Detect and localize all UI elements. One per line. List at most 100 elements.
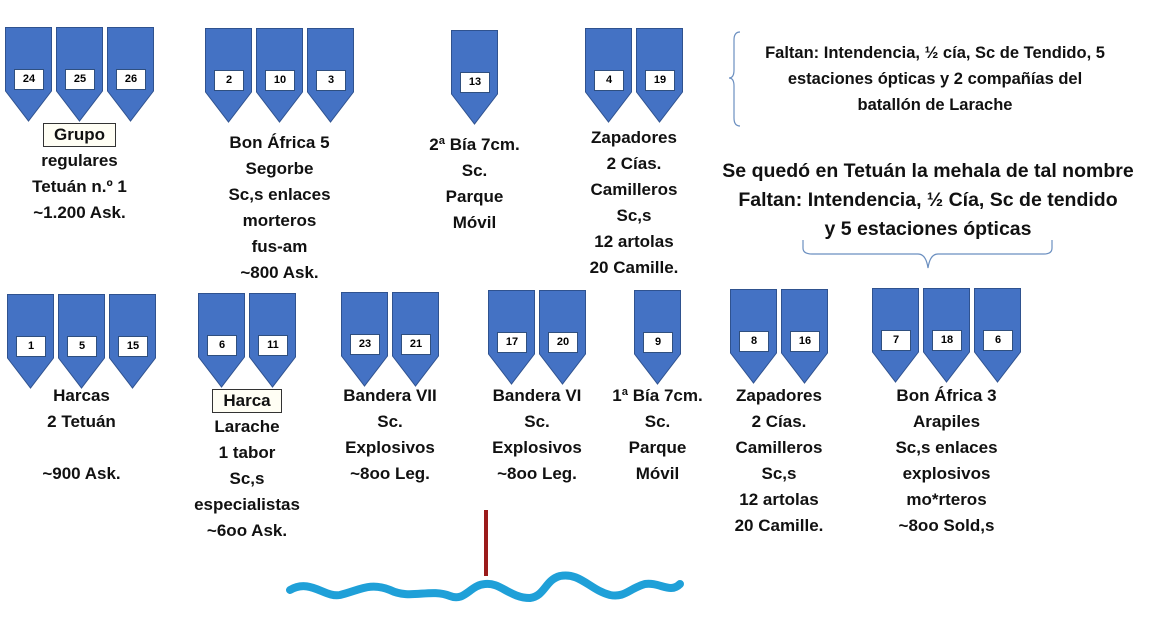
description-line: regulares bbox=[41, 151, 118, 170]
unit-pennant: 13 bbox=[451, 30, 498, 125]
description-line: Bandera VI bbox=[492, 386, 582, 405]
description-line: Tetuán n.º 1 bbox=[32, 177, 127, 196]
unit-pennant: 2 bbox=[205, 28, 252, 123]
unit-pennant: 18 bbox=[923, 288, 970, 383]
description-line: Arapiles bbox=[912, 412, 981, 431]
unit-pennant: 10 bbox=[256, 28, 303, 123]
description-line: Bon África 5 bbox=[229, 133, 330, 152]
description-line: Sc. bbox=[377, 412, 403, 431]
unit-pennant: 11 bbox=[249, 293, 296, 388]
description-line: ~8oo Leg. bbox=[350, 464, 430, 483]
unit-number-label: 2 bbox=[214, 70, 244, 91]
unit-number-label: 5 bbox=[67, 336, 97, 357]
note-line: estaciones ópticas y 2 compañías del bbox=[787, 70, 1083, 88]
description-line: ~900 Ask. bbox=[42, 464, 121, 483]
unit-number-label: 17 bbox=[497, 332, 527, 353]
description-line: Harcas bbox=[53, 386, 110, 405]
description-line: 2 Cías. bbox=[606, 154, 662, 173]
description-line: 2 Tetuán bbox=[47, 412, 116, 431]
description-line: Sc. bbox=[644, 412, 671, 431]
description-line: Sc,s bbox=[761, 464, 797, 483]
unit-number-label: 21 bbox=[401, 334, 431, 355]
description-line: explosivos bbox=[902, 464, 991, 483]
unit-number-label: 19 bbox=[645, 70, 675, 91]
unit-number-label: 18 bbox=[932, 330, 962, 351]
unit-number-label: 1 bbox=[16, 336, 46, 357]
unit-pennant: 9 bbox=[634, 290, 681, 385]
description-line: 2 Cías. bbox=[751, 412, 807, 431]
unit-number-label: 8 bbox=[739, 331, 769, 352]
description-line: 20 Camille. bbox=[589, 258, 679, 277]
description-line: Segorbe bbox=[245, 159, 314, 178]
description-line: mo*rteros bbox=[906, 490, 987, 509]
unit-number-label: 10 bbox=[265, 70, 295, 91]
unit-pennant: 7 bbox=[872, 288, 919, 383]
unit-description: Bandera VI Sc. Explosivos ~8oo Leg. bbox=[427, 383, 647, 487]
description-line: 12 artolas bbox=[739, 490, 819, 509]
unit-pennant: 24 bbox=[5, 27, 52, 122]
unit-number-label: 3 bbox=[316, 70, 346, 91]
description-line: fus-am bbox=[251, 237, 308, 256]
description-line: especialistas bbox=[194, 495, 300, 514]
unit-pennant: 16 bbox=[781, 289, 828, 384]
description-line: Explosivos bbox=[492, 438, 582, 457]
description-line: Móvil bbox=[635, 464, 680, 483]
unit-pennant: 1 bbox=[7, 294, 54, 389]
unit-number-label: 6 bbox=[983, 330, 1013, 351]
description-line: morteros bbox=[242, 211, 317, 230]
description-line: Zapadores bbox=[591, 128, 677, 147]
description-line: Zapadores bbox=[736, 386, 822, 405]
unit-type-box: Harca bbox=[212, 389, 282, 413]
unit-pennant: 21 bbox=[392, 292, 439, 387]
left-bracket bbox=[728, 31, 741, 127]
unit-number-label: 6 bbox=[207, 335, 237, 356]
unit-pennant: 6 bbox=[198, 293, 245, 388]
unit-number-label: 20 bbox=[548, 332, 578, 353]
description-line: Larache bbox=[214, 417, 280, 436]
unit-pennant: 8 bbox=[730, 289, 777, 384]
unit-pennant: 3 bbox=[307, 28, 354, 123]
description-line: Explosivos bbox=[345, 438, 435, 457]
description-line: Camilleros bbox=[735, 438, 823, 457]
description-line: 12 artolas bbox=[594, 232, 674, 251]
unit-number-label: 4 bbox=[594, 70, 624, 91]
description-line: Parque bbox=[628, 438, 687, 457]
unit-pennant: 15 bbox=[109, 294, 156, 389]
description-line: ~8oo Sold,s bbox=[898, 516, 995, 535]
note-missing-units-top: Faltan: Intendencia, ½ cía, Sc de Tendid… bbox=[735, 40, 1135, 118]
description-line: ~800 Ask. bbox=[240, 263, 319, 282]
description-line: 1 tabor bbox=[218, 443, 276, 462]
description-line: Sc. bbox=[524, 412, 550, 431]
description-line: Bon África 3 bbox=[896, 386, 997, 405]
position-marker bbox=[484, 510, 488, 576]
unit-number-label: 13 bbox=[460, 72, 490, 93]
unit-number-label: 24 bbox=[14, 69, 44, 90]
unit-number-label: 11 bbox=[258, 335, 288, 356]
river-line bbox=[286, 571, 684, 603]
note-line: y 5 estaciones ópticas bbox=[824, 218, 1032, 240]
unit-number-label: 23 bbox=[350, 334, 380, 355]
unit-pennant: 25 bbox=[56, 27, 103, 122]
note-line: Faltan: Intendencia, ½ cía, Sc de Tendid… bbox=[765, 44, 1105, 62]
unit-pennant: 26 bbox=[107, 27, 154, 122]
description-line: Camilleros bbox=[590, 180, 678, 199]
unit-number-label: 25 bbox=[65, 69, 95, 90]
description-line: 20 Camille. bbox=[734, 516, 824, 535]
note-line: Faltan: Intendencia, ½ Cía, Sc de tendid… bbox=[738, 189, 1118, 211]
unit-number-label: 9 bbox=[643, 332, 673, 353]
description-line: ~8oo Leg. bbox=[497, 464, 577, 483]
unit-pennant: 23 bbox=[341, 292, 388, 387]
description-line: Sc,s enlaces bbox=[228, 185, 331, 204]
description-line: Móvil bbox=[452, 213, 497, 232]
unit-pennant: 4 bbox=[585, 28, 632, 123]
description-line: Sc. bbox=[461, 161, 488, 180]
